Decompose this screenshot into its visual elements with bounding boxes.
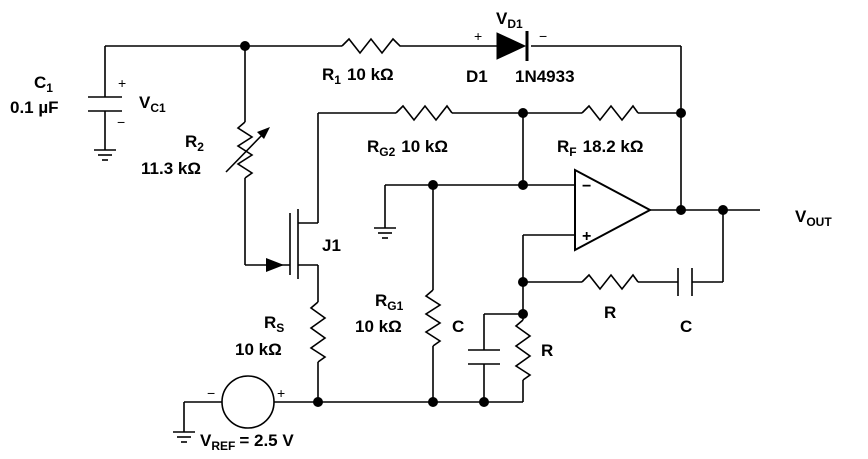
polarity-signs: + − + − − + − + (117, 28, 591, 401)
c-shunt-label: C (452, 317, 464, 336)
diode-d1 (496, 31, 529, 61)
r-shunt-label: R (541, 341, 553, 360)
c-feedback-label: C (680, 317, 692, 336)
j1-label: J1 (322, 236, 341, 255)
c1-plus-sign: + (118, 75, 126, 91)
vout-label: VOUT (795, 207, 832, 229)
capacitor-c1 (88, 96, 122, 112)
resistor-r-shunt (514, 319, 532, 381)
c1-label: C1 (34, 73, 53, 95)
jfet-gate-arrow (266, 258, 284, 272)
resistor-r-feedback (581, 273, 639, 291)
wires (104, 45, 760, 432)
resistor-rf (581, 104, 639, 122)
r-feedback-label: R (604, 303, 616, 322)
rs-label: RS (264, 313, 284, 335)
vref-plus-sign: + (277, 385, 285, 401)
ground-symbol-inv (374, 227, 396, 239)
resistor-rs (309, 301, 327, 363)
ground-symbol-vref (173, 431, 195, 443)
c1-minus-sign: − (117, 114, 125, 130)
resistor-r1 (341, 37, 405, 55)
resistor-rg1 (424, 289, 442, 347)
capacitor-c-feedback (677, 268, 693, 296)
rg1-label: RG1 (375, 291, 404, 313)
potentiometer-r2 (225, 121, 270, 179)
resistor-rg2 (395, 104, 453, 122)
rs-value: 10 kΩ (235, 340, 282, 359)
opamp-inverting-sign: − (582, 178, 591, 195)
vc1-label: VC1 (139, 93, 166, 115)
d1-minus-sign: − (539, 28, 547, 44)
c1-value: 0.1 µF (10, 98, 59, 117)
voltage-source-vref (221, 375, 275, 429)
r2-label: R2 (185, 132, 204, 154)
junction-dots (240, 41, 728, 407)
d1-part-number: 1N4933 (515, 67, 575, 86)
vref-label: VREF= 2.5 V (200, 431, 294, 453)
r2-value: 11.3 kΩ (141, 159, 201, 178)
d1-plus-sign: + (474, 28, 482, 44)
vref-minus-sign: − (207, 385, 215, 401)
ground-symbol-c1 (94, 149, 116, 161)
opamp-noninverting-sign: + (582, 228, 591, 245)
d1-label: D1 (466, 67, 488, 86)
capacitor-c-shunt (468, 349, 500, 365)
vd1-label: VD1 (496, 9, 523, 31)
op-amp (574, 168, 653, 252)
rg1-value: 10 kΩ (355, 317, 402, 336)
